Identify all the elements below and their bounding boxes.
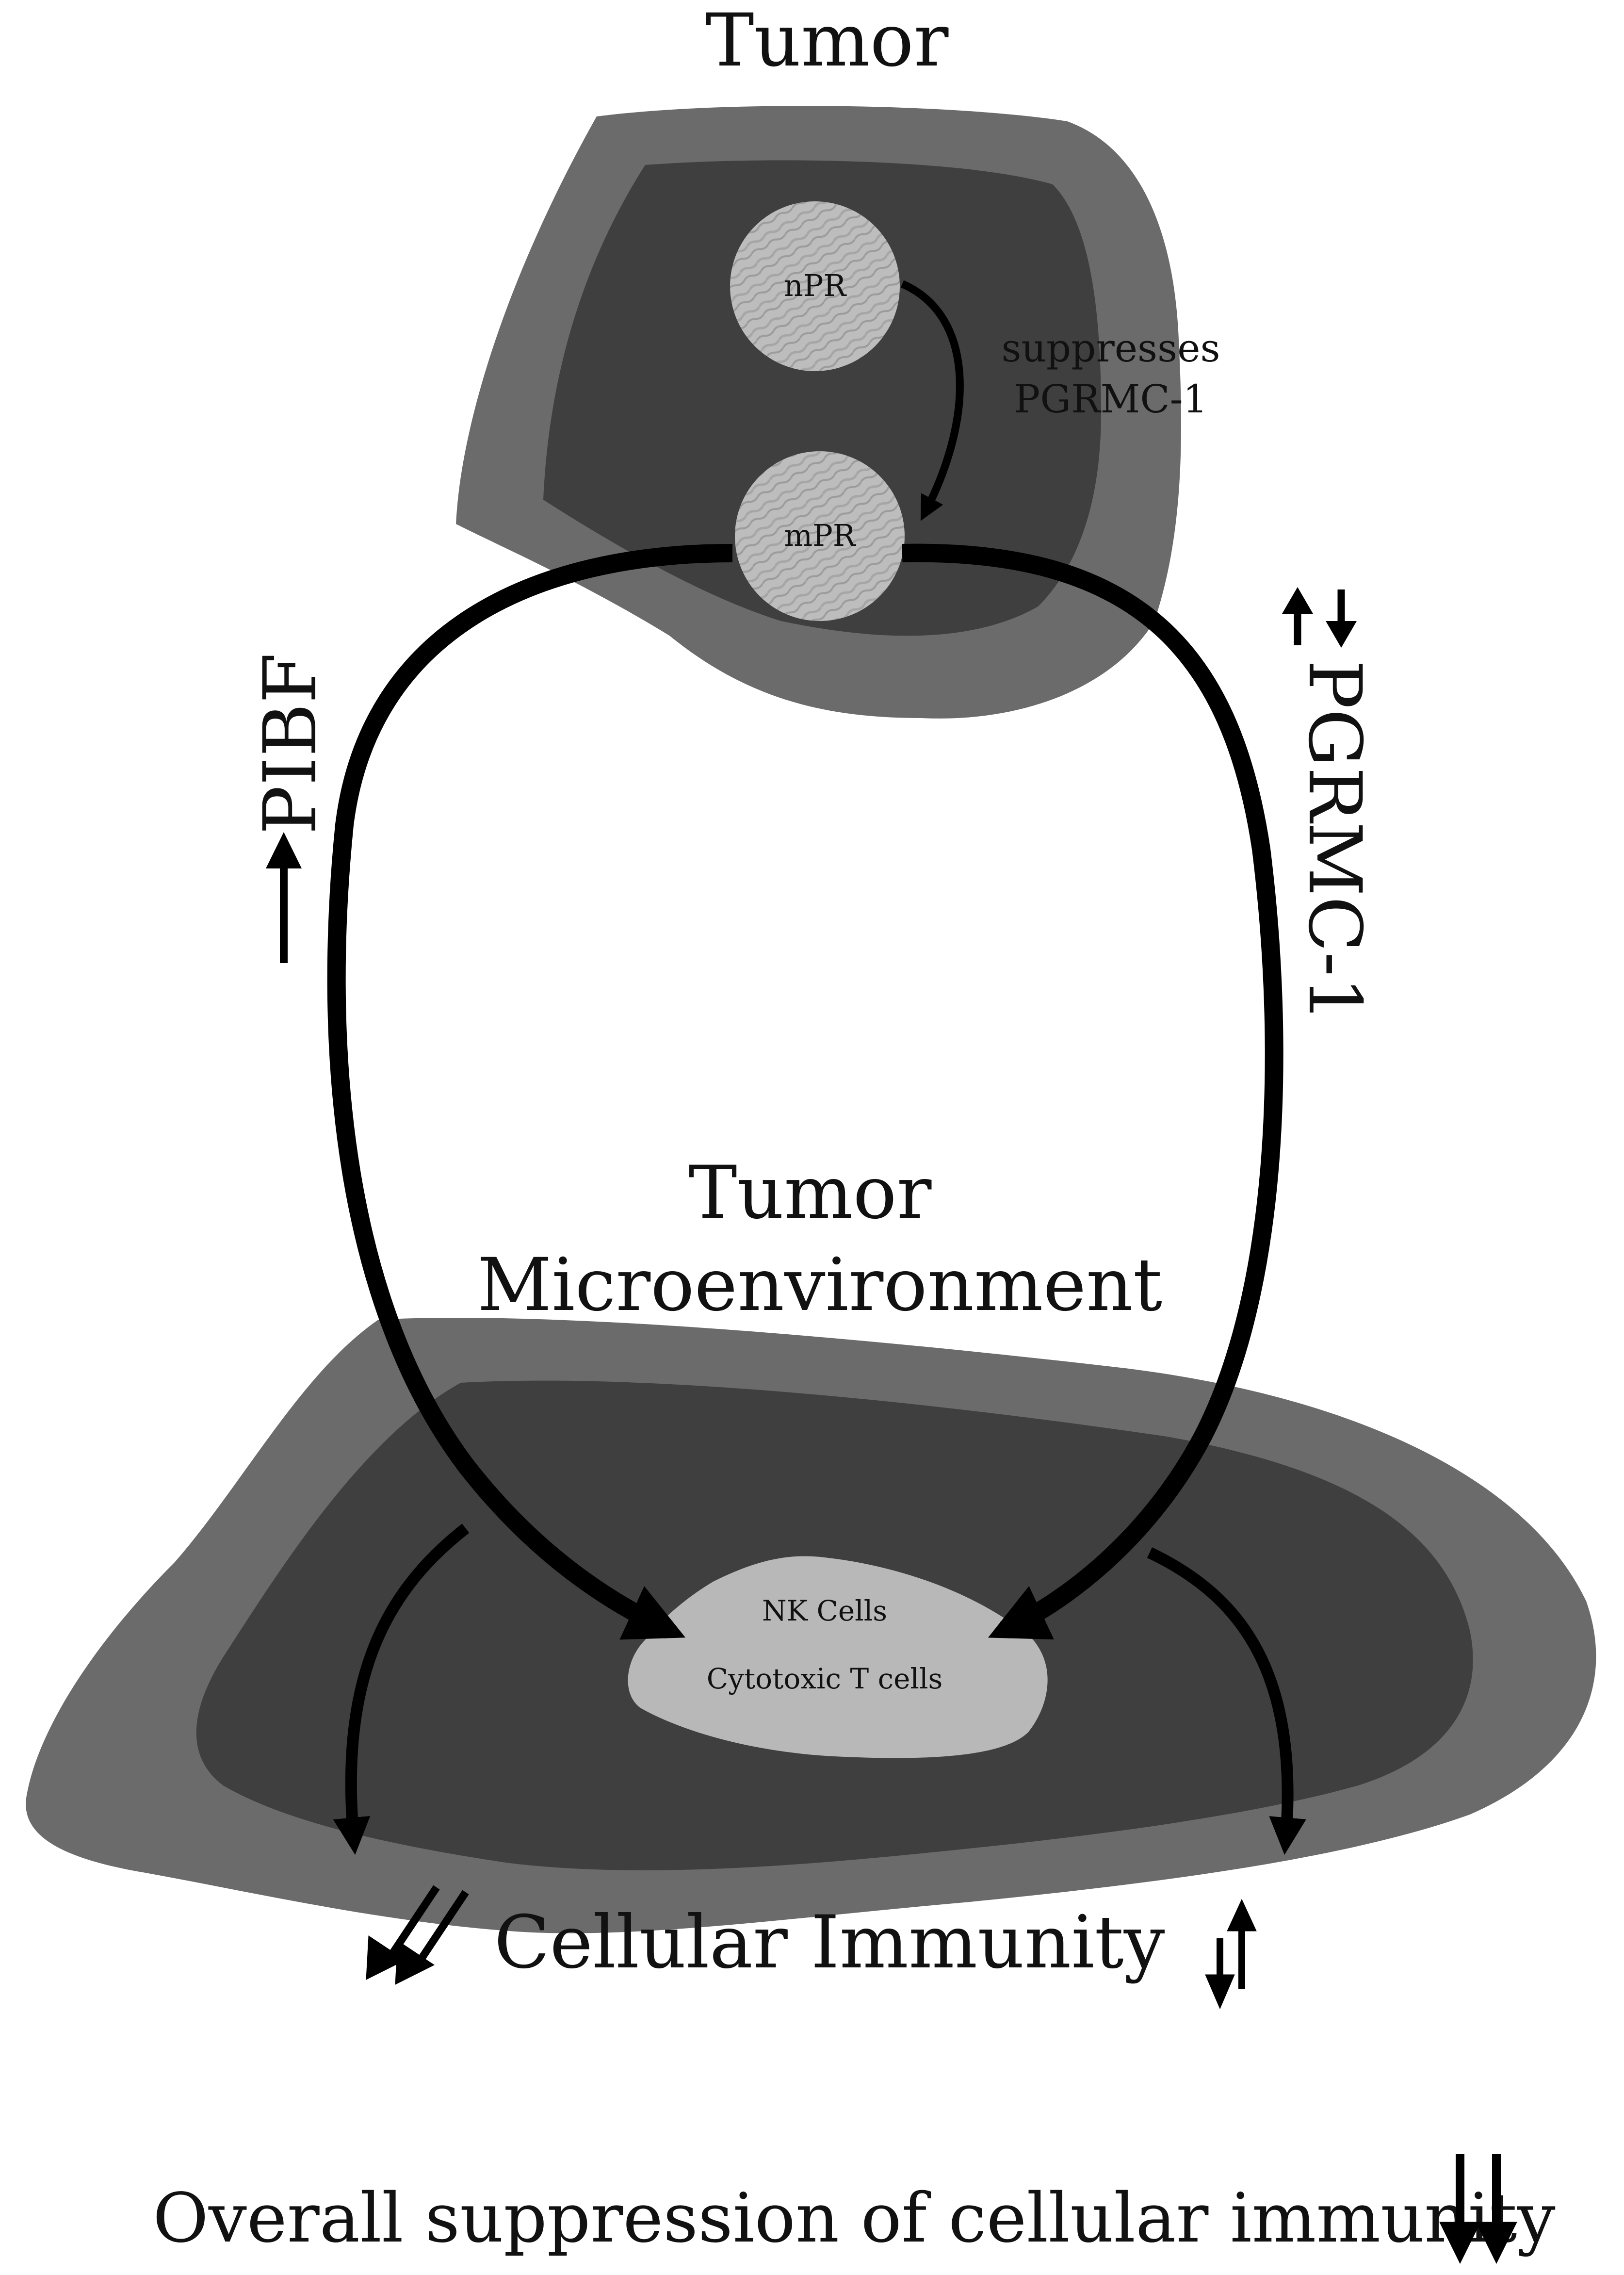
pibf-label: PIBF bbox=[248, 653, 333, 835]
suppresses-arrow bbox=[900, 280, 964, 521]
left-double-down-arrows-icon bbox=[366, 1885, 469, 1985]
npr-label: nPR bbox=[784, 268, 847, 303]
immune-cells-blob: NK Cells Cytotoxic T cells bbox=[628, 1556, 1048, 1758]
npr-cell: nPR bbox=[730, 201, 900, 371]
tumor-inner bbox=[543, 160, 1101, 636]
pgrmc1-pathway-arrow bbox=[902, 543, 1283, 1640]
overall-summary: Overall suppression of cellular immunity bbox=[153, 2179, 1556, 2258]
cellular-immunity-label: Cellular Immunity bbox=[494, 1900, 1165, 1985]
mpr-label: mPR bbox=[784, 518, 857, 553]
nk-cells-label: NK Cells bbox=[762, 1594, 887, 1627]
suppresses-label-line2: PGRMC-1 bbox=[1014, 376, 1207, 422]
mpr-cell: mPR bbox=[735, 451, 905, 621]
summary-double-down-arrows-icon bbox=[1439, 2154, 1517, 2264]
suppresses-label-line1: suppresses bbox=[1001, 326, 1220, 371]
pgrmc1-label: PGRMC-1 bbox=[1292, 660, 1377, 1023]
microenvironment-title-line2: Microenvironment bbox=[477, 1243, 1162, 1327]
left-immunity-arrow bbox=[333, 1523, 470, 1855]
pibf-increase-arrow-icon bbox=[266, 832, 302, 963]
diagram-title: Tumor bbox=[706, 0, 949, 83]
pibf-pathway-arrow bbox=[327, 544, 733, 1640]
pgrmc1-up-down-arrows-icon bbox=[1282, 587, 1357, 648]
right-up-down-arrows-icon bbox=[1205, 1899, 1257, 2010]
cytotoxic-t-cells-label: Cytotoxic T cells bbox=[707, 1662, 943, 1695]
pgrmc1-label-group: PGRMC-1 bbox=[1292, 660, 1377, 1023]
pibf-label-group: PIBF bbox=[248, 653, 333, 835]
microenvironment-title-line1: Tumor bbox=[689, 1151, 932, 1235]
right-immunity-arrow bbox=[1147, 1547, 1306, 1855]
